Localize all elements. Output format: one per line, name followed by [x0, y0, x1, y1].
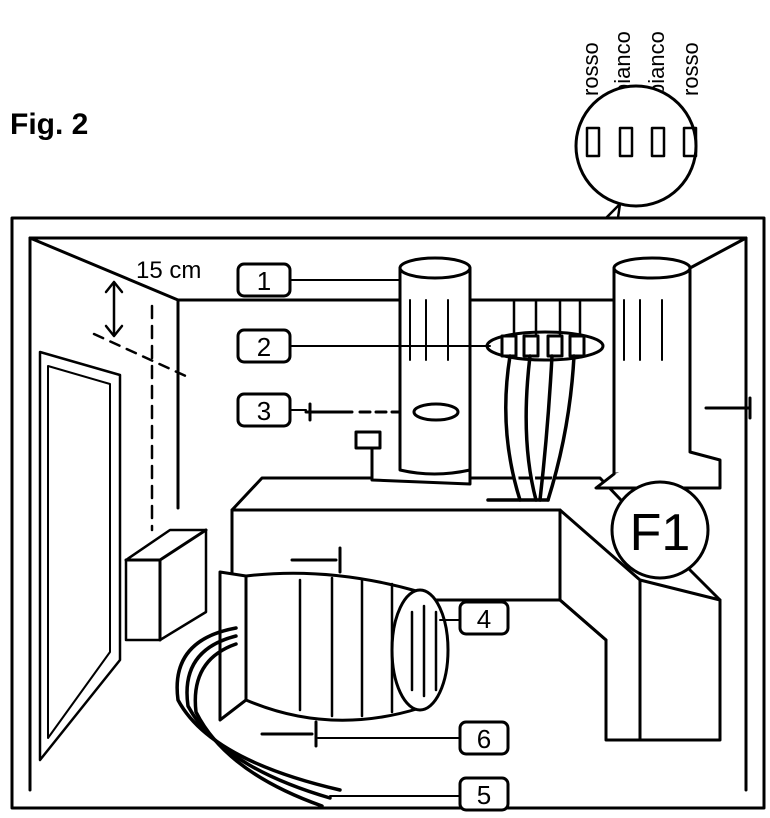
screw-3 [304, 402, 402, 422]
wall-bracket [124, 528, 208, 642]
screw-right [704, 396, 752, 420]
dimension-label: 15 cm [136, 257, 201, 284]
callout-1-label: 1 [257, 266, 271, 296]
callout-2-label: 2 [257, 332, 271, 362]
f1-badge-label: F1 [630, 504, 691, 562]
callout-6-label: 6 [477, 724, 491, 754]
left-cylinder [354, 256, 472, 486]
callout-5: 5 [458, 776, 510, 812]
callout-3: 3 [236, 392, 292, 428]
screw-6 [260, 720, 318, 748]
callout-4-label: 4 [477, 604, 491, 634]
callout-2: 2 [236, 328, 292, 364]
f1-circle [610, 480, 710, 580]
callout-1: 1 [236, 262, 292, 298]
base-shelf [230, 476, 722, 742]
right-cylinder [594, 256, 722, 490]
figure-title: Fig. 2 [10, 108, 89, 141]
callout-5-label: 5 [477, 780, 491, 810]
callout-6: 6 [458, 720, 510, 756]
motor-wires [175, 626, 342, 808]
callout-4: 4 [458, 600, 510, 636]
motor [218, 570, 450, 722]
terminal-block [485, 298, 605, 502]
screw-top-motor [290, 546, 342, 574]
callout-3-label: 3 [257, 396, 271, 426]
